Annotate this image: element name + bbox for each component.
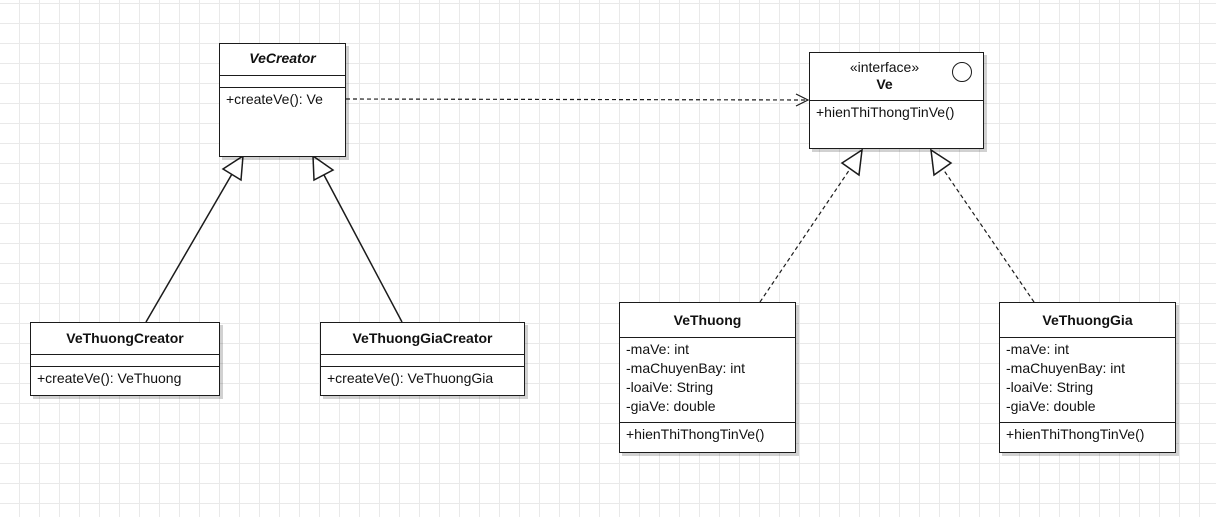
interface-stereotype: «interface» xyxy=(849,59,920,75)
class-vethuonggiacreator[interactable]: VeThuongGiaCreator +createVe(): VeThuong… xyxy=(320,322,525,396)
method-hien-thi-thong-tin-ve: +hienThiThongTinVe() xyxy=(626,426,765,442)
generalization-vethuonggiacreator-vecreator[interactable] xyxy=(323,174,403,323)
class-name: VeThuongGiaCreator xyxy=(352,330,493,346)
methods-section: +hienThiThongTinVe() xyxy=(1000,422,1175,446)
methods-section: +createVe(): VeThuong xyxy=(31,366,219,390)
generalization-vethuongcreator-vecreator[interactable] xyxy=(145,173,233,323)
class-vecreator[interactable]: VeCreator +createVe(): Ve xyxy=(219,43,346,157)
methods-section: +createVe(): Ve xyxy=(220,87,345,111)
method-hien-thi-thong-tin-ve: +hienThiThongTinVe() xyxy=(816,104,955,120)
method-hien-thi-thong-tin-ve: +hienThiThongTinVe() xyxy=(1006,426,1145,442)
method-create-ve: +createVe(): VeThuong xyxy=(37,370,182,386)
attributes-section xyxy=(31,354,219,366)
methods-section: +createVe(): VeThuongGia xyxy=(321,366,524,390)
dependency-arrowhead xyxy=(795,93,810,107)
attribute-ma-ve: -maVe: int xyxy=(626,341,690,357)
attribute-loai-ve: -loaiVe: String xyxy=(1006,379,1094,395)
class-name: VeCreator xyxy=(249,50,316,66)
method-create-ve: +createVe(): Ve xyxy=(226,91,323,107)
attributes-section xyxy=(220,75,345,87)
realization-arrowhead xyxy=(930,148,953,177)
class-name: VeThuong xyxy=(673,312,742,328)
attributes-section xyxy=(321,354,524,366)
attributes-section: -maVe: int -maChuyenBay: int -loaiVe: St… xyxy=(620,337,795,422)
method-create-ve: +createVe(): VeThuongGia xyxy=(327,370,494,386)
interface-name: Ve xyxy=(876,76,893,92)
dependency-vecreator-ve[interactable] xyxy=(345,98,808,101)
interface-ve[interactable]: «interface» Ve +hienThiThongTinVe() xyxy=(809,52,984,149)
methods-section: +hienThiThongTinVe() xyxy=(620,422,795,446)
generalization-arrowhead xyxy=(221,154,244,182)
attribute-ma-ve: -maVe: int xyxy=(1006,341,1070,357)
attribute-loai-ve: -loaiVe: String xyxy=(626,379,714,395)
attribute-ma-chuyen-bay: -maChuyenBay: int xyxy=(626,360,746,376)
realization-vethuonggia-ve[interactable] xyxy=(942,168,1035,303)
realization-arrowhead xyxy=(840,148,863,177)
class-vethuong[interactable]: VeThuong -maVe: int -maChuyenBay: int -l… xyxy=(619,302,796,453)
class-name: VeThuongCreator xyxy=(66,330,184,346)
interface-header: «interface» Ve xyxy=(810,53,983,100)
interface-circle-icon xyxy=(952,62,972,82)
methods-section: +hienThiThongTinVe() xyxy=(810,100,983,124)
attribute-gia-ve: -giaVe: double xyxy=(1006,398,1096,414)
generalization-arrowhead xyxy=(312,154,335,182)
class-vethuonggia[interactable]: VeThuongGia -maVe: int -maChuyenBay: int… xyxy=(999,302,1176,453)
attribute-gia-ve: -giaVe: double xyxy=(626,398,716,414)
attribute-ma-chuyen-bay: -maChuyenBay: int xyxy=(1006,360,1126,376)
class-name: VeThuongGia xyxy=(1042,312,1133,328)
class-vethuongcreator[interactable]: VeThuongCreator +createVe(): VeThuong xyxy=(30,322,220,396)
attributes-section: -maVe: int -maChuyenBay: int -loaiVe: St… xyxy=(1000,337,1175,422)
realization-vethuong-ve[interactable] xyxy=(759,168,851,303)
